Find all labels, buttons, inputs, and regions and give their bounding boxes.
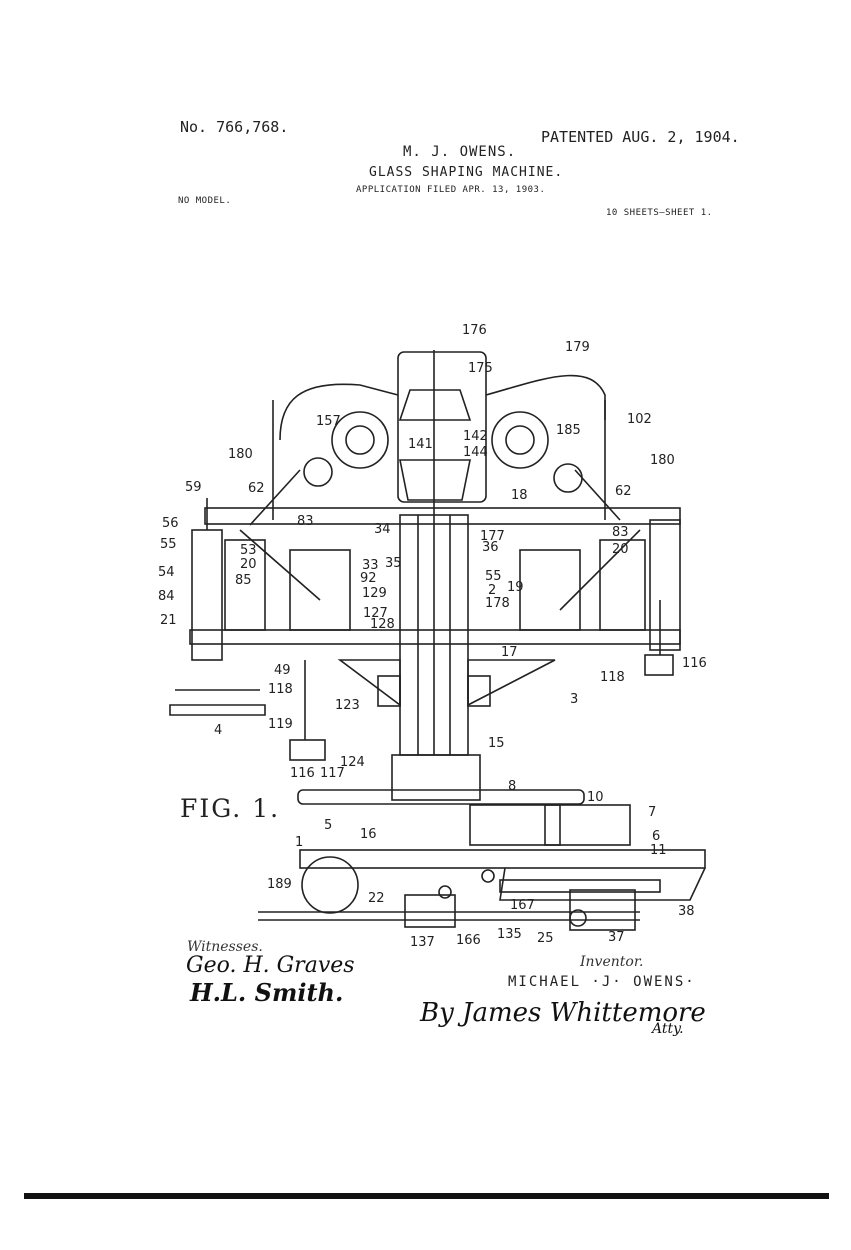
ref-numeral: 38 xyxy=(678,904,695,919)
ref-numeral: 1 xyxy=(295,835,303,850)
inventor-label: Inventor. xyxy=(580,954,644,970)
ref-numeral: 19 xyxy=(507,580,524,595)
ref-numeral: 83 xyxy=(297,514,314,529)
upper-deck xyxy=(204,507,681,525)
ref-numeral: 166 xyxy=(456,933,481,948)
ref-numeral: 179 xyxy=(565,340,590,355)
patent-title: GLASS SHAPING MACHINE. xyxy=(369,165,564,180)
ref-numeral: 118 xyxy=(600,670,625,685)
ref-numeral: 2 xyxy=(488,583,496,598)
ref-numeral: 180 xyxy=(228,447,253,462)
model-note: NO MODEL. xyxy=(178,196,232,206)
ref-numeral: 135 xyxy=(497,927,522,942)
ref-numeral: 141 xyxy=(408,437,433,452)
ref-numeral: 84 xyxy=(158,589,175,604)
ref-numeral: 117 xyxy=(320,766,345,781)
mid-platform xyxy=(189,629,681,645)
ref-numeral: 7 xyxy=(648,805,656,820)
ref-numeral: 20 xyxy=(612,542,629,557)
ref-numeral: 59 xyxy=(185,480,202,495)
ref-numeral: 56 xyxy=(162,516,179,531)
ref-numeral: 123 xyxy=(335,698,360,713)
witness-signature-1: Geo. H. Graves xyxy=(186,953,355,978)
ref-numeral: 116 xyxy=(682,656,707,671)
ref-numeral: 127 xyxy=(363,606,388,621)
ref-numeral: 8 xyxy=(508,779,516,794)
ref-numeral: 35 xyxy=(385,556,402,571)
reference-numerals: 176 179 175 102 157 142 141 144 185 180 … xyxy=(158,323,707,950)
wheel-189 xyxy=(301,856,359,914)
ref-numeral: 18 xyxy=(511,488,528,503)
patent-number: No. 766,768. xyxy=(180,118,289,136)
witness-signature-2: H.L. Smith. xyxy=(190,978,344,1007)
top-housing xyxy=(397,351,487,503)
ref-numeral: 176 xyxy=(462,323,487,338)
ref-numeral: 16 xyxy=(360,827,377,842)
bottom-rule xyxy=(24,1193,829,1199)
wheel-157 xyxy=(331,411,389,469)
ref-numeral: 142 xyxy=(463,429,488,444)
ref-numeral: 118 xyxy=(268,682,293,697)
ref-numeral: 129 xyxy=(362,586,387,601)
ref-numeral: 144 xyxy=(463,445,488,460)
ref-numeral: 20 xyxy=(240,557,257,572)
ref-numeral: 37 xyxy=(608,930,625,945)
turntable xyxy=(297,789,585,805)
ref-numeral: 102 xyxy=(627,412,652,427)
ref-numeral: 167 xyxy=(510,898,535,913)
ref-numeral: 189 xyxy=(267,877,292,892)
ref-numeral: 119 xyxy=(268,717,293,732)
ref-numeral: 54 xyxy=(158,565,175,580)
ref-numeral: 62 xyxy=(248,481,265,496)
figure-label: FIG. 1. xyxy=(180,794,281,823)
ref-numeral: 175 xyxy=(468,361,493,376)
ref-numeral: 25 xyxy=(537,931,554,946)
ref-numeral: 124 xyxy=(340,755,365,770)
trough-4 xyxy=(169,704,266,716)
ref-numeral: 36 xyxy=(482,540,499,555)
ref-numeral: 3 xyxy=(570,692,578,707)
ref-numeral: 177 xyxy=(480,529,505,544)
ref-numeral: 21 xyxy=(160,613,177,628)
attorney-suffix: Atty. xyxy=(652,1021,684,1037)
ref-numeral: 178 xyxy=(485,596,510,611)
ref-numeral: 116 xyxy=(290,766,315,781)
attorney-signature: By James Whittemore xyxy=(420,998,706,1028)
ref-numeral: 55 xyxy=(160,537,177,552)
ref-numeral: 17 xyxy=(501,645,518,660)
ref-numeral: 49 xyxy=(274,663,291,678)
witnesses-label: Witnesses. xyxy=(187,939,263,955)
inventor-name: MICHAEL ·J· OWENS· xyxy=(508,974,696,990)
ref-numeral: 5 xyxy=(324,818,332,833)
ref-numeral: 11 xyxy=(650,843,667,858)
ref-numeral: 33 xyxy=(362,558,379,573)
inventor-heading: M. J. OWENS. xyxy=(403,144,517,160)
ref-numeral: 83 xyxy=(612,525,629,540)
ref-numeral: 128 xyxy=(370,617,395,632)
ref-numeral: 180 xyxy=(650,453,675,468)
ref-numeral: 92 xyxy=(360,571,377,586)
lower-column xyxy=(391,754,481,801)
ref-numeral: 34 xyxy=(374,522,391,537)
ref-numeral: 10 xyxy=(587,790,604,805)
sheet-count: 10 SHEETS—SHEET 1. xyxy=(606,208,713,218)
ref-numeral: 137 xyxy=(410,935,435,950)
ref-numeral: 4 xyxy=(214,723,222,738)
patented-date: PATENTED AUG. 2, 1904. xyxy=(541,128,740,146)
ref-numeral: 185 xyxy=(556,423,581,438)
ref-numeral: 157 xyxy=(316,414,341,429)
ref-numeral: 62 xyxy=(615,484,632,499)
ref-numeral: 53 xyxy=(240,543,257,558)
application-filed: APPLICATION FILED APR. 13, 1903. xyxy=(356,185,546,195)
ref-numeral: 15 xyxy=(488,736,505,751)
ref-numeral: 85 xyxy=(235,573,252,588)
ref-numeral: 22 xyxy=(368,891,385,906)
ref-numeral: 55 xyxy=(485,569,502,584)
base-plate xyxy=(299,849,706,869)
ref-numeral: 6 xyxy=(652,829,660,844)
